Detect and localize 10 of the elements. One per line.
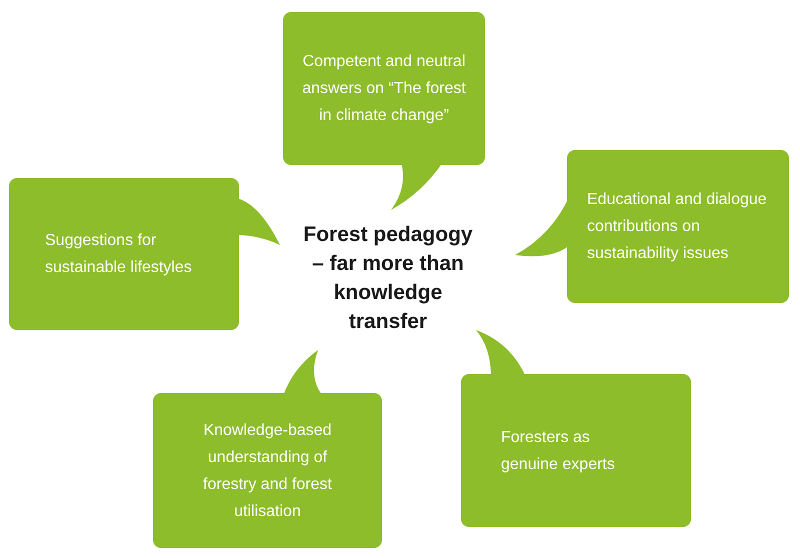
speech-bubble: [461, 328, 691, 527]
bubble-text: Suggestions for sustainable lifestyles: [45, 231, 193, 278]
bubble-text: Educational and dialogue contributions on sustainability issues: [587, 190, 768, 264]
speech-bubble: [283, 12, 485, 212]
bubble-text: Competent and neutral answers on “The forest in climate change”: [302, 52, 466, 126]
bubble-text: Knowledge-based understanding of forestry and forest utilisation: [202, 420, 333, 522]
speech-bubble: [9, 178, 283, 330]
speech-bubble: [153, 348, 382, 548]
center-title: Forest pedagogy – far more than knowledge transfer: [302, 222, 474, 335]
bubble-text: Foresters as genuine experts: [501, 428, 616, 474]
